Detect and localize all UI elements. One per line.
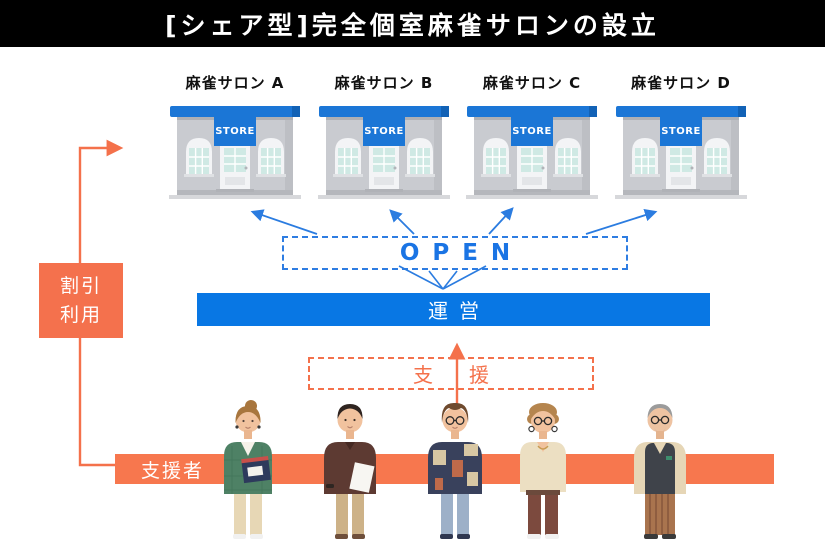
support-label: 支援: [413, 363, 525, 387]
title-banner: [シェア型]完全個室麻雀サロンの設立: [0, 0, 825, 47]
store-icon: STORE: [462, 102, 602, 202]
store-sign-label: STORE: [364, 125, 404, 137]
store-icon: STORE: [314, 102, 454, 202]
store-icon: STORE: [611, 102, 751, 202]
store-sign-label: STORE: [512, 125, 552, 137]
store-icon: STORE: [165, 102, 305, 202]
salon-d-label: 麻雀サロン D: [631, 74, 731, 92]
discount-label: 割引利用: [59, 274, 102, 326]
salon-d: 麻雀サロン D STORE: [611, 70, 751, 202]
operation-label: 運営: [428, 299, 490, 323]
salon-b: 麻雀サロン B STORE: [314, 70, 454, 202]
salon-c: 麻雀サロン C STORE: [462, 70, 602, 202]
supporters-bar: 支援者: [115, 454, 774, 484]
open-box: OPEN: [282, 236, 628, 270]
store-sign-label: STORE: [215, 125, 255, 137]
support-box: 支援: [308, 357, 594, 390]
salon-c-label: 麻雀サロン C: [482, 74, 582, 92]
open-to-salon-arrows: [250, 207, 658, 235]
salon-a: 麻雀サロン A STORE: [165, 70, 305, 202]
operation-bar: 運営: [197, 293, 710, 326]
open-label: OPEN: [399, 240, 524, 266]
store-sign-label: STORE: [661, 125, 701, 137]
salon-a-label: 麻雀サロン A: [185, 74, 285, 92]
supporters-label: 支援者: [141, 459, 205, 482]
salon-b-label: 麻雀サロン B: [334, 74, 434, 92]
discount-box: 割引利用: [39, 263, 123, 338]
page-title: [シェア型]完全個室麻雀サロンの設立: [165, 10, 660, 40]
